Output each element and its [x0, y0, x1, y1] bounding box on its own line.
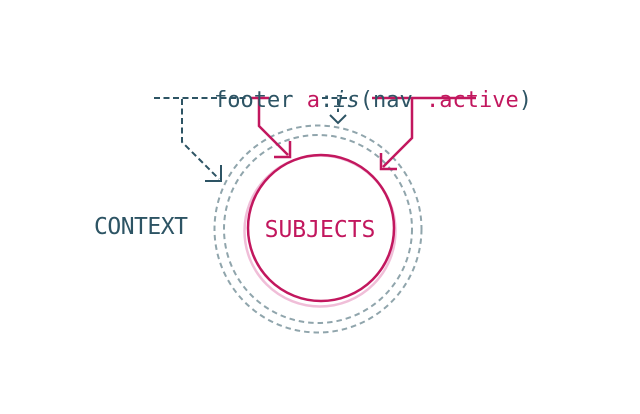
inner-context-ring: [223, 134, 413, 324]
context-label: CONTEXT: [94, 214, 188, 240]
a-arrow-shaft: [257, 99, 289, 156]
footer-arrowhead-icon: [205, 165, 222, 182]
a-arrowhead-icon: [274, 141, 292, 159]
code-token-space2: [413, 88, 426, 113]
code-token-colon: :: [319, 88, 334, 113]
code-token-footer: footer: [213, 88, 294, 113]
subjects-label: SUBJECTS: [264, 217, 376, 243]
code-token-open-paren: (: [359, 88, 373, 113]
code-token-space: [293, 88, 306, 113]
code-token-is: is: [333, 88, 360, 113]
code-token-nav: nav: [372, 88, 413, 113]
code-token-active: .active: [425, 88, 519, 113]
outer-context-ring: [213, 124, 423, 334]
code-token-a: a: [306, 88, 320, 113]
nav-arrowhead-icon: [329, 114, 347, 125]
css-selector-code: footer a:is(nav .active): [161, 65, 532, 137]
footer-arrow-shaft: [181, 99, 220, 180]
code-token-close-paren: ): [518, 88, 532, 113]
active-arrow-shaft: [382, 99, 414, 168]
subject-ring: [246, 153, 396, 303]
active-arrowhead-icon: [379, 153, 397, 171]
